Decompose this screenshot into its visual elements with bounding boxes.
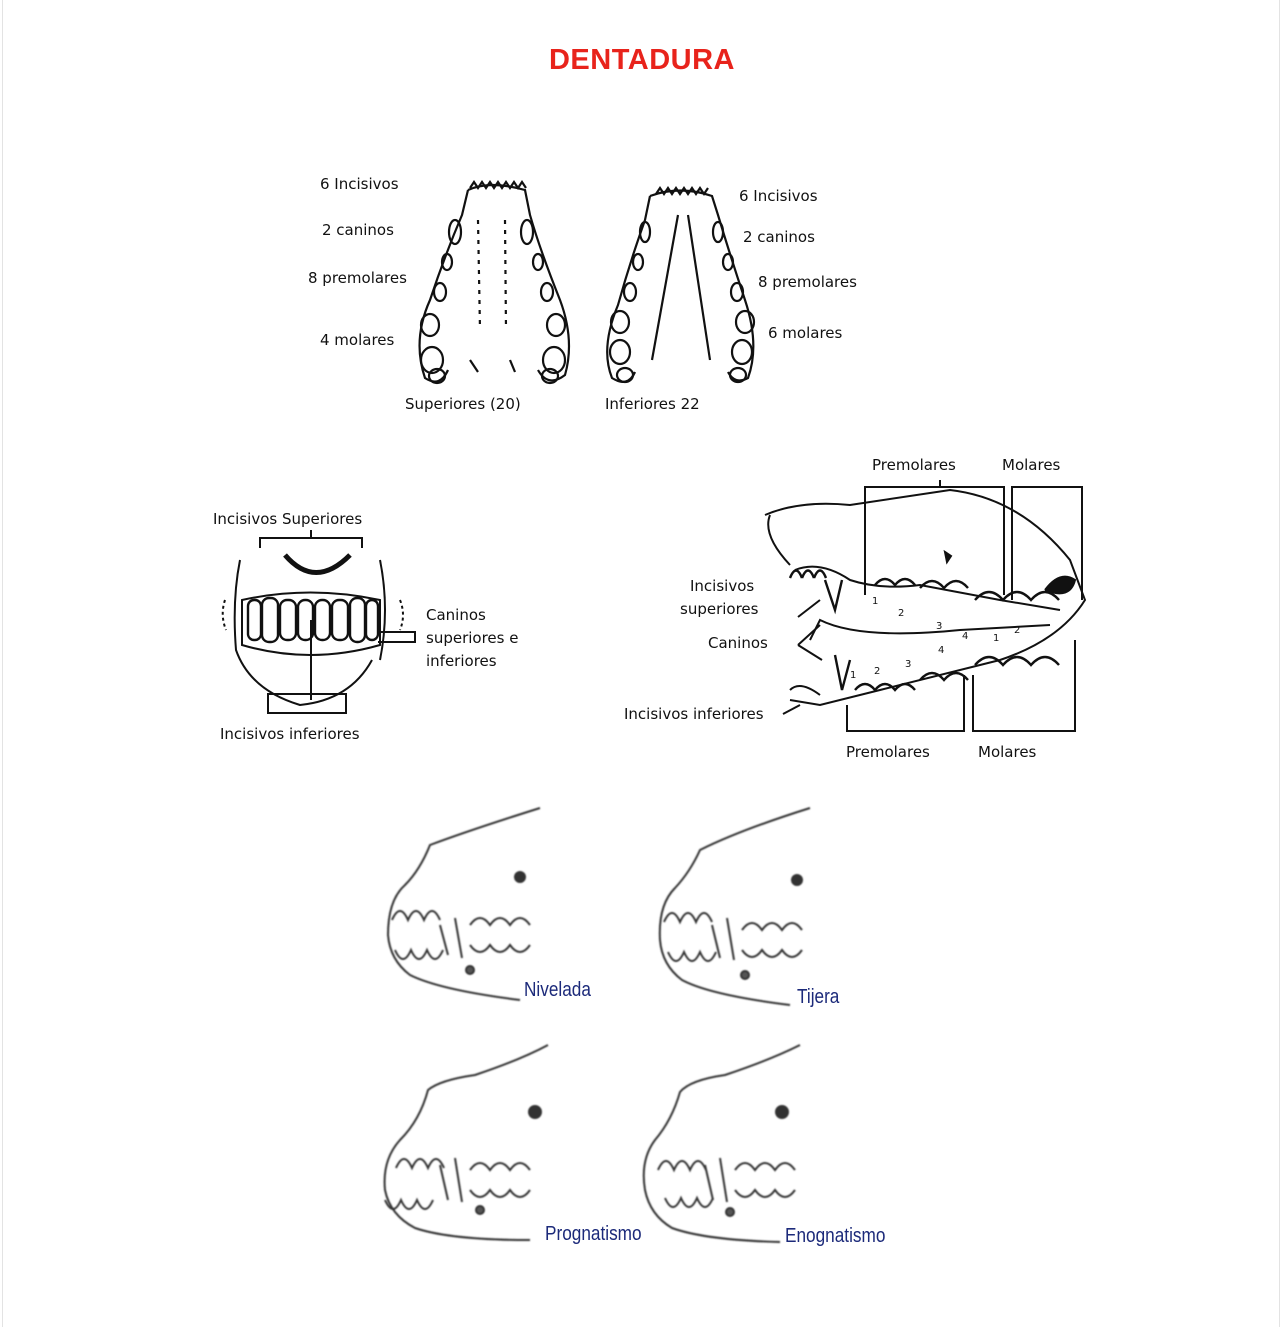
bite-enognatismo-drawing: [642, 1044, 801, 1243]
lower-label-incisivos: 6 Incisivos: [739, 187, 818, 205]
lower-caption: Inferiores 22: [605, 395, 700, 413]
tooth-number: 4: [938, 645, 945, 656]
side-label-incisivos-inferiores: Incisivos inferiores: [624, 705, 764, 723]
upper-arch-drawing: [418, 180, 571, 385]
side-label-incisivos-sup-line2: superiores: [680, 600, 759, 618]
front-label-caninos-line1: Caninos: [426, 606, 486, 624]
bite-prognatismo-drawing: [383, 1044, 549, 1241]
upper-label-caninos: 2 caninos: [322, 221, 394, 239]
bite-label-tijera: Tijera: [797, 986, 840, 1008]
lower-label-molares: 6 molares: [768, 324, 843, 342]
side-label-molares-bottom: Molares: [978, 743, 1037, 761]
tooth-number: 1: [850, 670, 857, 681]
tooth-number: 3: [936, 621, 943, 632]
front-label-caninos-line3: inferiores: [426, 652, 497, 670]
tooth-number: 1: [872, 596, 879, 607]
bite-label-prognatismo: Prognatismo: [545, 1223, 642, 1245]
tooth-number: 4: [962, 631, 969, 642]
bite-label-enognatismo: Enognatismo: [785, 1225, 886, 1247]
tooth-number: 2: [1014, 625, 1021, 636]
side-label-premolares-bottom: Premolares: [846, 743, 930, 761]
bite-nivelada-drawing: [386, 807, 541, 1001]
front-label-incisivos-inferiores: Incisivos inferiores: [220, 725, 360, 743]
upper-caption: Superiores (20): [405, 395, 521, 413]
upper-label-incisivos: 6 Incisivos: [320, 175, 399, 193]
side-label-premolares-top: Premolares: [872, 456, 956, 474]
front-label-incisivos-superiores: Incisivos Superiores: [213, 510, 363, 528]
tooth-number: 1: [993, 633, 1000, 644]
tooth-number: 2: [898, 608, 905, 619]
tooth-number: 2: [874, 666, 881, 677]
bite-tijera-drawing: [658, 807, 811, 1006]
bite-label-nivelada: Nivelada: [524, 979, 591, 1001]
side-label-incisivos-sup-line1: Incisivos: [690, 577, 755, 595]
side-label-caninos: Caninos: [708, 634, 768, 652]
lower-label-caninos: 2 caninos: [743, 228, 815, 246]
lower-arch-drawing: [606, 186, 756, 384]
side-label-molares-top: Molares: [1002, 456, 1061, 474]
front-label-caninos-line2: superiores e: [426, 629, 519, 647]
page-title: DENTADURA: [548, 44, 735, 76]
upper-label-molares: 4 molares: [320, 331, 395, 349]
lower-label-premolares: 8 premolares: [758, 273, 857, 291]
upper-label-premolares: 8 premolares: [308, 269, 407, 287]
tooth-number: 3: [905, 659, 912, 670]
